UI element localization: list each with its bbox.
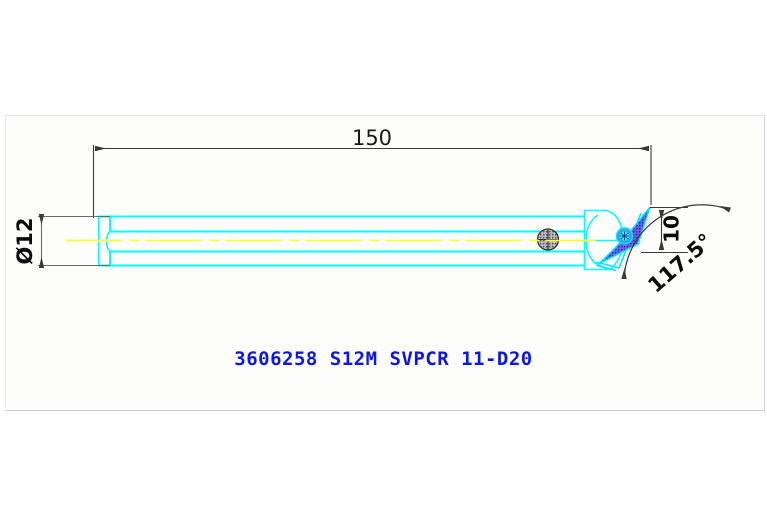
part-title: 3606258 S12M SVPCR 11-D20	[234, 348, 533, 370]
